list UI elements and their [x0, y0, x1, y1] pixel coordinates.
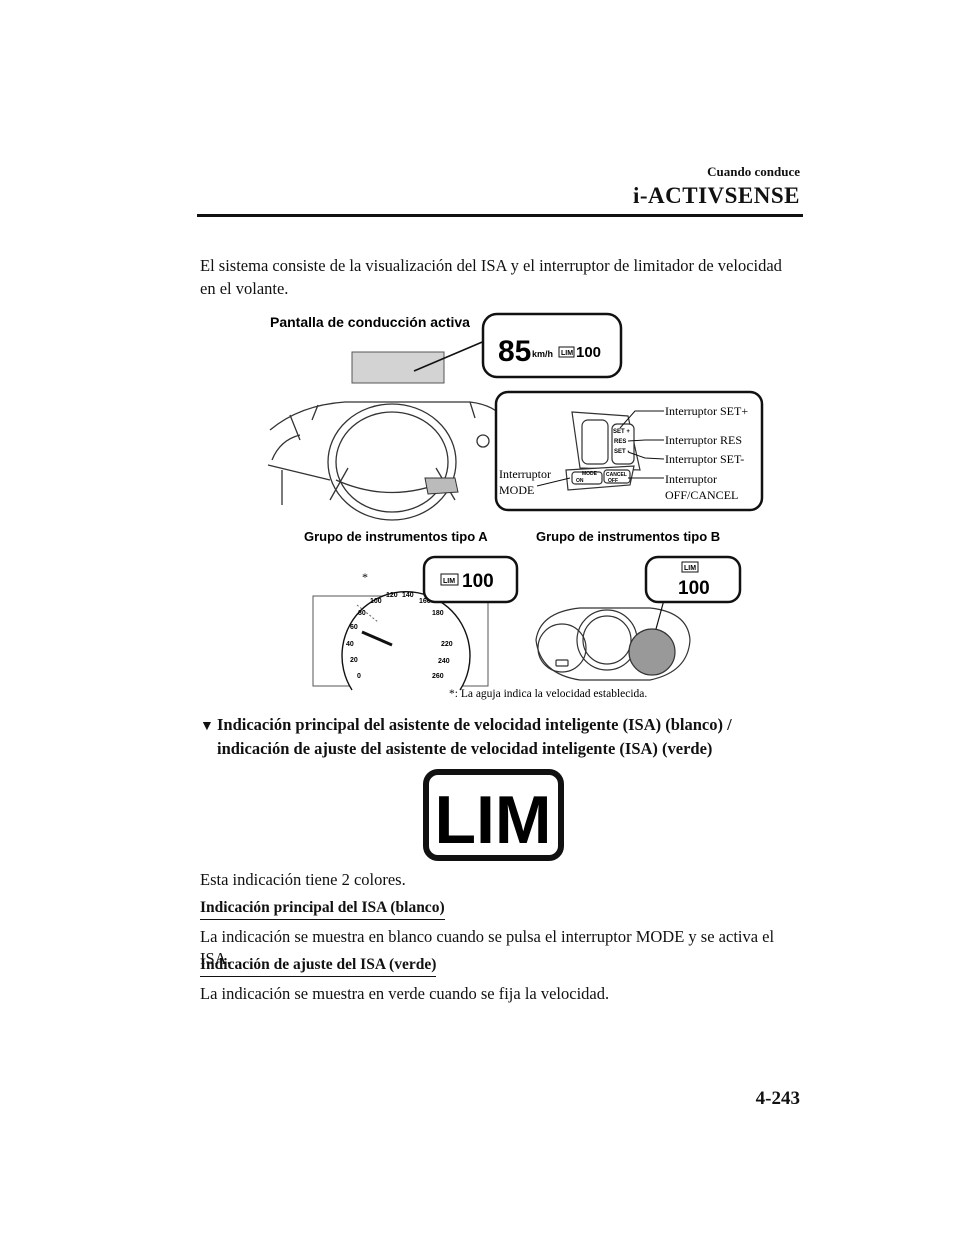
- section-label: Cuando conduce: [707, 164, 800, 179]
- svg-text:120: 120: [386, 592, 398, 599]
- cluster-a-label: Grupo de instrumentos tipo A: [304, 529, 488, 544]
- steering-wheel-drawing: [267, 401, 506, 521]
- cluster-a-lim-badge: [440, 573, 459, 586]
- svg-text:180: 180: [432, 610, 444, 617]
- white-text: La indicación se muestra en blanco cuand…: [200, 927, 775, 968]
- hud-screen: [351, 351, 445, 384]
- svg-text:220: 220: [441, 641, 453, 648]
- btn-set-minus: SET -: [614, 449, 629, 455]
- label-mode-2: MODE: [499, 483, 534, 497]
- btn-res: RES: [614, 439, 626, 445]
- hud-label: Pantalla de conducción activa: [270, 314, 470, 330]
- hud-unit: km/h: [532, 349, 553, 359]
- btn-on: ON: [576, 478, 584, 484]
- cluster-b-label: Grupo de instrumentos tipo B: [536, 529, 720, 544]
- svg-text:160: 160: [419, 598, 431, 605]
- cluster-b-lim-badge: [681, 561, 699, 573]
- svg-text:260: 260: [432, 673, 444, 680]
- btn-cancel: CANCEL: [606, 472, 627, 478]
- label-res: Interruptor RES: [665, 433, 742, 447]
- hud-speed: 85: [498, 335, 531, 368]
- cluster-b-callout: [644, 555, 742, 604]
- svg-text:40: 40: [346, 641, 354, 648]
- label-set-minus: Interruptor SET-: [665, 452, 744, 466]
- label-off-2: OFF/CANCEL: [665, 488, 738, 502]
- triangle-icon: ▼: [200, 719, 214, 734]
- cluster-b-limit: 100: [678, 578, 710, 599]
- svg-text:100: 100: [370, 598, 382, 605]
- wheel-switch-highlight: [424, 477, 459, 495]
- figure-footnote: *: La aguja indica la velocidad establec…: [449, 688, 647, 700]
- hud-lim-text: LIM: [561, 350, 573, 357]
- svg-text:140: 140: [402, 592, 414, 599]
- page-number: 4-243: [755, 1088, 800, 1109]
- colors-note: Esta indicación tiene 2 colores.: [200, 870, 406, 889]
- speedo-ticks: 0 20 40 60 80 100 120 140 160 180 220 24…: [346, 592, 453, 680]
- cluster-b-lim-text: LIM: [684, 565, 696, 572]
- section-heading-text: Indicación principal del asistente de ve…: [217, 715, 732, 758]
- hud-lim-badge: [558, 346, 575, 358]
- label-off-1: Interruptor: [665, 472, 717, 486]
- big-lim-icon: [423, 769, 564, 861]
- btn-set-plus: SET +: [613, 429, 630, 435]
- svg-text:20: 20: [350, 657, 358, 664]
- hud-limit: 100: [576, 344, 601, 361]
- label-mode-1: Interruptor: [499, 467, 551, 481]
- btn-mode: MODE: [582, 471, 598, 477]
- svg-text:80: 80: [358, 610, 366, 617]
- btn-off: OFF: [608, 478, 618, 484]
- intro-paragraph: El sistema consiste de la visualización …: [200, 256, 782, 298]
- cluster-a-asterisk: *: [362, 570, 368, 584]
- green-title: Indicación de ajuste del ISA (verde): [200, 955, 437, 977]
- white-title: Indicación principal del ISA (blanco): [200, 898, 445, 920]
- cluster-a-speedometer: [341, 590, 471, 691]
- cluster-b-highlight: [628, 628, 676, 676]
- cluster-a-limit: 100: [462, 571, 494, 592]
- svg-text:0: 0: [357, 673, 361, 680]
- green-text: La indicación se muestra en verde cuando…: [200, 984, 610, 1003]
- svg-text:240: 240: [438, 658, 450, 665]
- cluster-a-callout: [422, 555, 519, 604]
- big-lim-text: LIM: [434, 782, 551, 858]
- switch-panel-drawing: [565, 411, 641, 491]
- chapter-title: i-ACTIVSENSE: [632, 183, 800, 208]
- hud-leader: [413, 339, 488, 372]
- switch-leaders: [536, 410, 665, 487]
- label-set-plus: Interruptor SET+: [665, 404, 748, 418]
- svg-text:60: 60: [350, 624, 358, 631]
- header-rule: [197, 214, 803, 217]
- hud-callout: [481, 312, 623, 379]
- cluster-a-lim-text: LIM: [443, 578, 455, 585]
